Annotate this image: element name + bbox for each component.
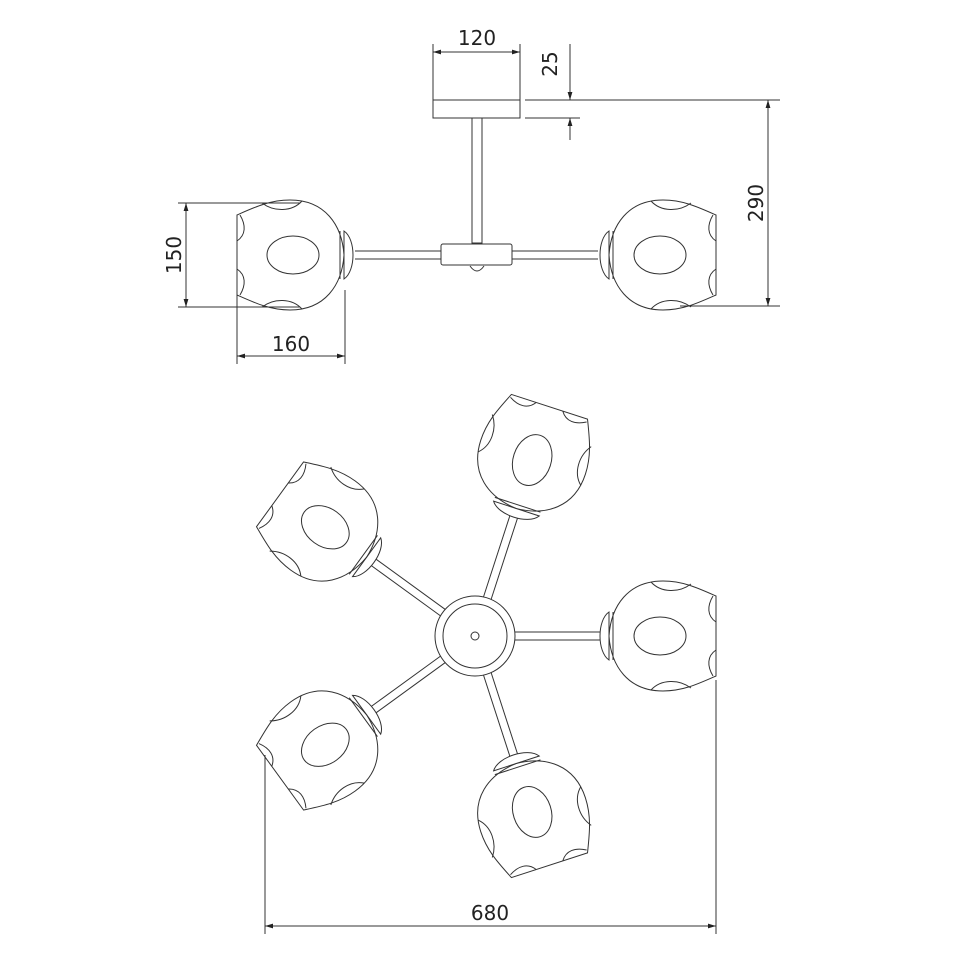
- shade-right: [599, 199, 717, 311]
- center-body: [440, 243, 513, 266]
- dim-shade-height: 150: [162, 236, 186, 274]
- shade-4: [247, 664, 407, 823]
- stem: [471, 117, 483, 244]
- dim-canopy-width: 120: [458, 26, 496, 50]
- shade-3: [247, 449, 407, 608]
- top-view: 680: [247, 389, 717, 934]
- hub-center: [470, 631, 480, 641]
- dim-canopy-height: 25: [538, 51, 562, 76]
- side-view: 120 25 290 150 160: [162, 26, 780, 364]
- shade-1: [599, 580, 717, 692]
- shade-2: [460, 389, 603, 535]
- shade-left: [236, 199, 354, 311]
- finial: [469, 265, 485, 272]
- dim-total-height: 290: [744, 184, 768, 222]
- hub-inner: [442, 603, 508, 669]
- canopy: [432, 99, 521, 119]
- shade-5: [460, 737, 603, 883]
- dim-shade-length: 160: [272, 332, 310, 356]
- hub-outer: [434, 595, 516, 677]
- dim-total-width: 680: [471, 901, 509, 925]
